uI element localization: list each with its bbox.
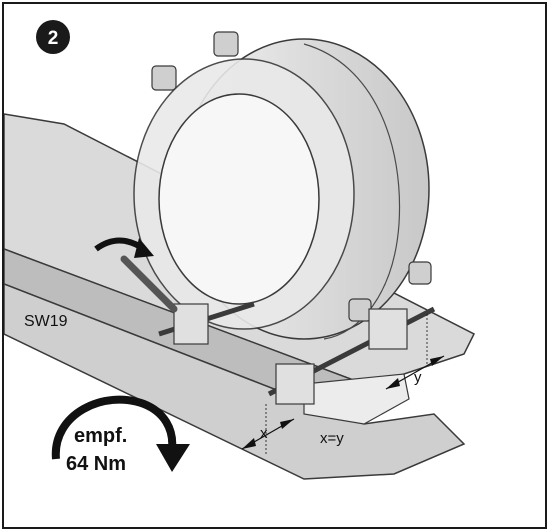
top-bolt-left — [151, 65, 177, 91]
step-badge: 2 — [36, 20, 70, 54]
torque-arrow-icon — [51, 395, 177, 460]
step-badge-circle — [36, 20, 70, 54]
bottom-bolt-right — [408, 261, 432, 285]
clamp-block-back — [173, 303, 209, 345]
lever-handle — [120, 255, 178, 313]
wrench-size-label: SW19 — [24, 313, 68, 330]
clamp-block-front-right — [368, 308, 408, 350]
torque-label-line1: empf. — [74, 425, 127, 447]
clamp-block-front-left — [275, 363, 315, 405]
rotate-arrow-head — [134, 238, 154, 258]
clamp-ring-inner — [158, 93, 320, 305]
rail-bottom-flange — [4, 283, 466, 480]
torque-label-line2: 64 Nm — [66, 453, 126, 475]
bottom-bolt-left — [348, 298, 372, 322]
equality-label: x=y — [320, 430, 344, 447]
torque-arrow-head — [156, 444, 190, 472]
pipe-clamp — [133, 31, 432, 340]
rail-clamps — [120, 255, 436, 405]
top-bolt-right — [213, 31, 239, 57]
distance-x-label: x — [260, 425, 268, 442]
assembly-illustration: 2 SW19 x y x=y empf. 64 Nm — [4, 20, 476, 480]
rail-end-face — [303, 373, 410, 425]
dimension-markers — [241, 314, 445, 454]
step-number: 2 — [48, 28, 59, 49]
distance-y-label: y — [414, 369, 422, 386]
